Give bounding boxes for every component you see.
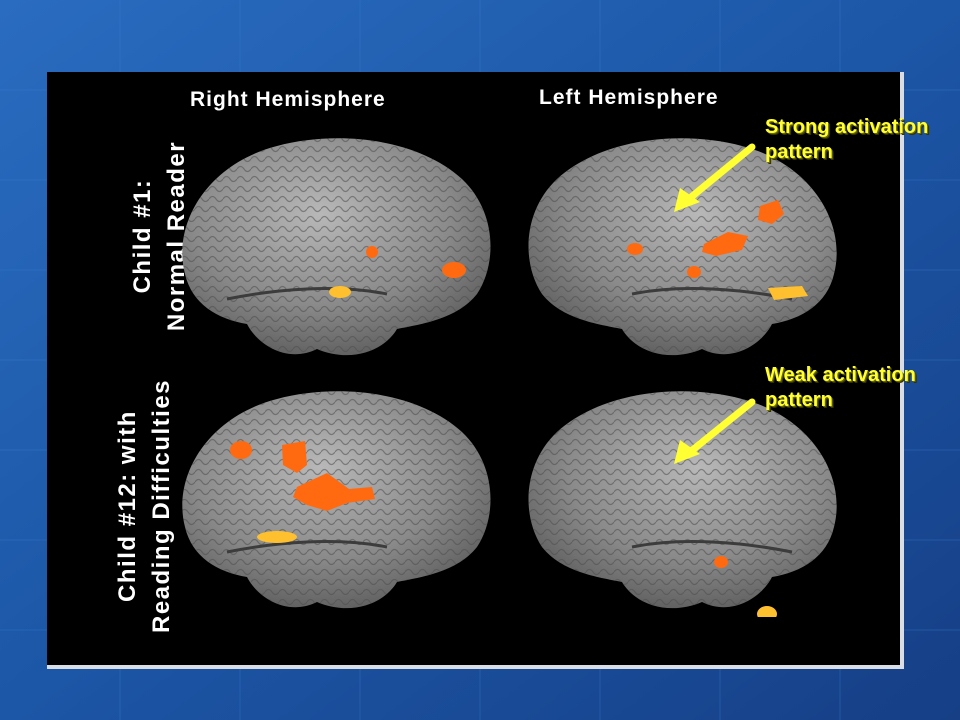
weak-callout-line1: Weak activation — [765, 364, 916, 386]
activation-spot — [257, 531, 297, 543]
brain-child12-left-hemisphere — [528, 391, 837, 617]
brain-child1-left-hemisphere — [528, 138, 837, 356]
brain-scan-figure: Right Hemisphere Left Hemisphere Child #… — [47, 72, 904, 669]
activation-spot — [230, 441, 252, 459]
activation-spot — [758, 200, 784, 224]
strong-callout-line2: pattern — [765, 141, 833, 163]
activation-spot — [366, 246, 378, 258]
left-hemisphere-label: Left Hemisphere — [539, 86, 719, 109]
weak-callout-line2: pattern — [765, 389, 833, 411]
strong-activation-callout: Strong activation pattern — [765, 115, 928, 165]
activation-spot — [329, 286, 351, 298]
brain-child1-right-hemisphere — [182, 138, 491, 356]
activation-spot — [687, 266, 701, 278]
activation-spot — [757, 606, 777, 617]
activation-spot — [714, 556, 728, 568]
activation-spot — [282, 441, 307, 473]
activation-spot — [768, 286, 808, 300]
activation-spot — [627, 243, 643, 255]
activation-spot — [293, 473, 375, 511]
strong-callout-line1: Strong activation — [765, 116, 929, 138]
activation-spot — [702, 232, 748, 256]
right-hemisphere-label: Right Hemisphere — [190, 88, 386, 111]
weak-activation-callout: Weak activation pattern — [765, 363, 916, 413]
activation-spot — [442, 262, 466, 278]
child1-label-line1: Child #1: — [129, 178, 156, 294]
child12-label-line1: Child #12: with — [114, 410, 141, 602]
brain-child12-right-hemisphere — [182, 391, 491, 609]
